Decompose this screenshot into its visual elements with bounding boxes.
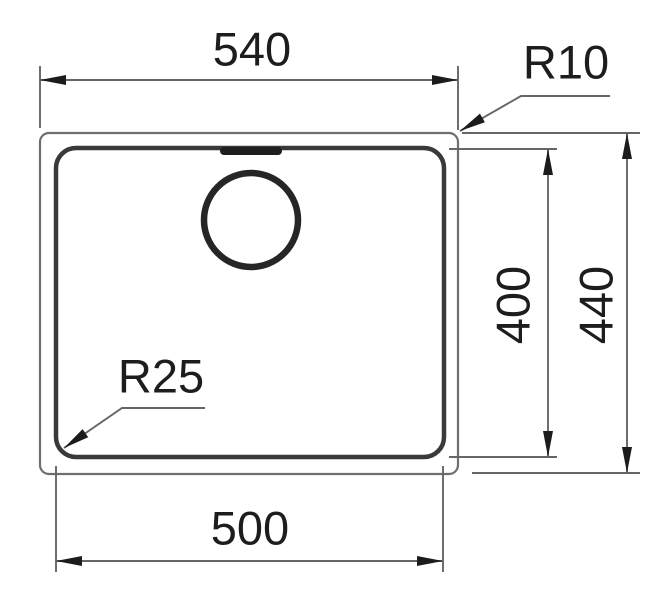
arrowhead-diagonal-icon bbox=[64, 429, 89, 448]
arrowhead-up-icon bbox=[543, 149, 553, 175]
dimension-label-inner-width: 500 bbox=[211, 502, 289, 555]
dimension-inner-height: 400 bbox=[449, 148, 557, 458]
leader-line bbox=[63, 407, 205, 449]
arrowhead-left-icon bbox=[40, 75, 66, 85]
dimension-outer-width: 540 bbox=[39, 23, 459, 130]
dimension-outer-height: 440 bbox=[462, 132, 640, 474]
drain-hole bbox=[200, 169, 302, 271]
arrowhead-diagonal-icon bbox=[460, 113, 485, 131]
dimension-inner-width: 500 bbox=[55, 466, 444, 572]
leader-line bbox=[459, 95, 610, 132]
overflow-slot bbox=[220, 147, 282, 155]
arrowhead-up-icon bbox=[622, 133, 632, 159]
arrowhead-right-icon bbox=[432, 75, 458, 85]
arrowhead-right-icon bbox=[417, 556, 443, 566]
arrowhead-down-icon bbox=[543, 431, 553, 457]
sink-outer-rim bbox=[38, 131, 460, 476]
dimension-label-inner-height: 400 bbox=[487, 266, 540, 344]
dimension-label-outer-width: 540 bbox=[213, 23, 291, 76]
radius-label-outer-corner: R10 bbox=[523, 36, 609, 89]
leader-outer-corner-radius: R10 bbox=[459, 36, 610, 132]
sink-bowl bbox=[53, 145, 447, 460]
arrowhead-left-icon bbox=[56, 556, 82, 566]
dimension-label-outer-height: 440 bbox=[570, 266, 623, 344]
leader-bowl-corner-radius: R25 bbox=[63, 350, 205, 449]
radius-label-bowl-corner: R25 bbox=[118, 350, 204, 403]
sink-outline bbox=[38, 131, 460, 476]
arrowhead-down-icon bbox=[622, 447, 632, 473]
